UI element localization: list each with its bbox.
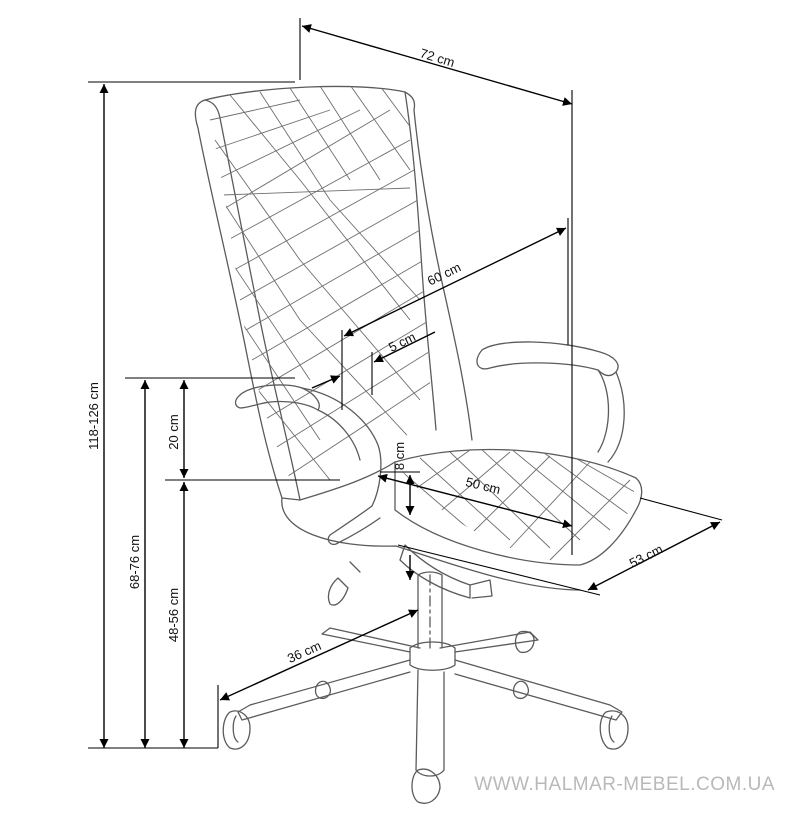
label-back-width: 60 cm (425, 259, 463, 288)
seat-outline (394, 448, 643, 566)
dimension-labels: 72 cm 60 cm 5 cm 20 cm 118-126 cm 68-76 … (86, 45, 665, 666)
total-width-arrow (301, 24, 573, 106)
tilt-mechanism (399, 544, 471, 599)
label-armrest-floor-height: 68-76 cm (127, 535, 142, 589)
armrest-left (234, 384, 320, 411)
label-seat-thickness: 8 cm (392, 442, 407, 470)
watermark-text: WWW.HALMAR-MEBEL.COM.UA (474, 774, 775, 795)
back-thickness-arrow-left (311, 375, 341, 389)
label-back-thickness: 5 cm (386, 329, 418, 355)
label-total-height: 118-126 cm (86, 382, 101, 450)
label-armrest-height: 20 cm (166, 414, 181, 449)
seat-quilting (399, 449, 636, 561)
back-thickness-arrow-right (373, 331, 436, 363)
armrest-right (476, 341, 619, 377)
back-width-arrow (343, 227, 567, 337)
base-radius-arrow (219, 609, 419, 701)
base-depth-guide-back (639, 497, 723, 521)
label-seat-height: 48-56 cm (166, 588, 181, 642)
backrest-side (404, 91, 473, 441)
base-depth-guide-front (397, 544, 601, 596)
label-base-depth: 53 cm (627, 541, 665, 570)
dimension-lines (88, 18, 723, 749)
backrest-outline (194, 99, 301, 501)
label-seat-depth: 50 cm (464, 474, 502, 497)
backrest-front (204, 85, 437, 431)
gas-lift (417, 571, 443, 649)
chair-drawing (194, 85, 643, 804)
backrest-quilting (209, 86, 432, 481)
base-depth-arrow (587, 521, 721, 591)
seat-depth-arrow (377, 473, 573, 529)
label-total-width: 72 cm (418, 45, 456, 70)
